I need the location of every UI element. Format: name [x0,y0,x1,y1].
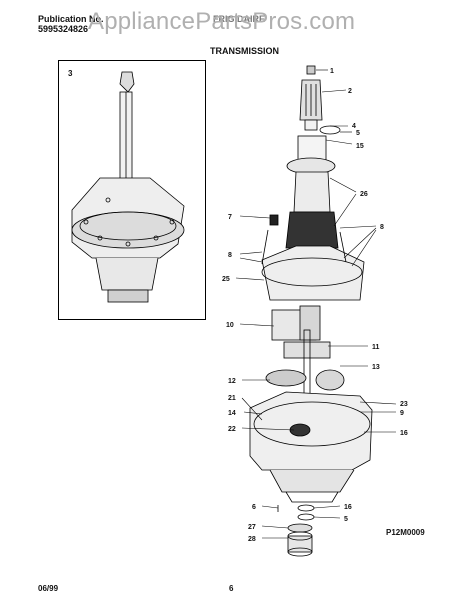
callout-10: 10 [226,322,234,329]
callout-6: 6 [252,504,256,511]
callout-1: 1 [330,68,334,75]
callout-22: 22 [228,426,236,433]
callout-7: 7 [228,214,232,221]
callout-27: 27 [248,524,256,531]
callout-14: 14 [228,410,236,417]
callout-5-lower: 5 [344,516,348,523]
callout-26: 26 [360,191,368,198]
watermark: AppliancePartsPros.com [88,8,356,35]
leader-lines [235,69,397,539]
callout-13: 13 [372,364,380,371]
callout-23: 23 [400,401,408,408]
callout-8-left: 8 [228,252,232,259]
callout-2: 2 [348,88,352,95]
diagram-code: P12M0009 [386,528,425,537]
callout-21: 21 [228,395,236,402]
publication-number: 5995324826 [38,24,89,34]
main-transmission-drawing [249,65,373,557]
callout-12: 12 [228,378,236,385]
publication-label: Publication No. [38,14,104,24]
model-text: FRIGIDAIRE [213,14,266,24]
footer-date: 06/99 [38,584,59,593]
callout-labels: 1 2 4 5 15 26 7 8 8 25 10 11 13 12 21 14… [222,68,408,543]
callout-16-right: 16 [400,430,408,437]
callout-25: 25 [222,276,230,283]
callout-11: 11 [372,344,380,351]
callout-16-lower: 16 [344,504,352,511]
callout-5-upper: 5 [356,130,360,137]
section-title: TRANSMISSION [210,46,280,56]
inset-box: 3 [58,60,206,320]
inset-transmission-drawing [71,71,185,303]
callout-28: 28 [248,536,256,543]
callout-15: 15 [356,143,364,150]
callout-4: 4 [352,123,356,130]
callout-8-right: 8 [380,224,384,231]
callout-9: 9 [400,410,404,417]
footer-page-number: 6 [229,584,234,593]
inset-label: 3 [68,69,73,78]
